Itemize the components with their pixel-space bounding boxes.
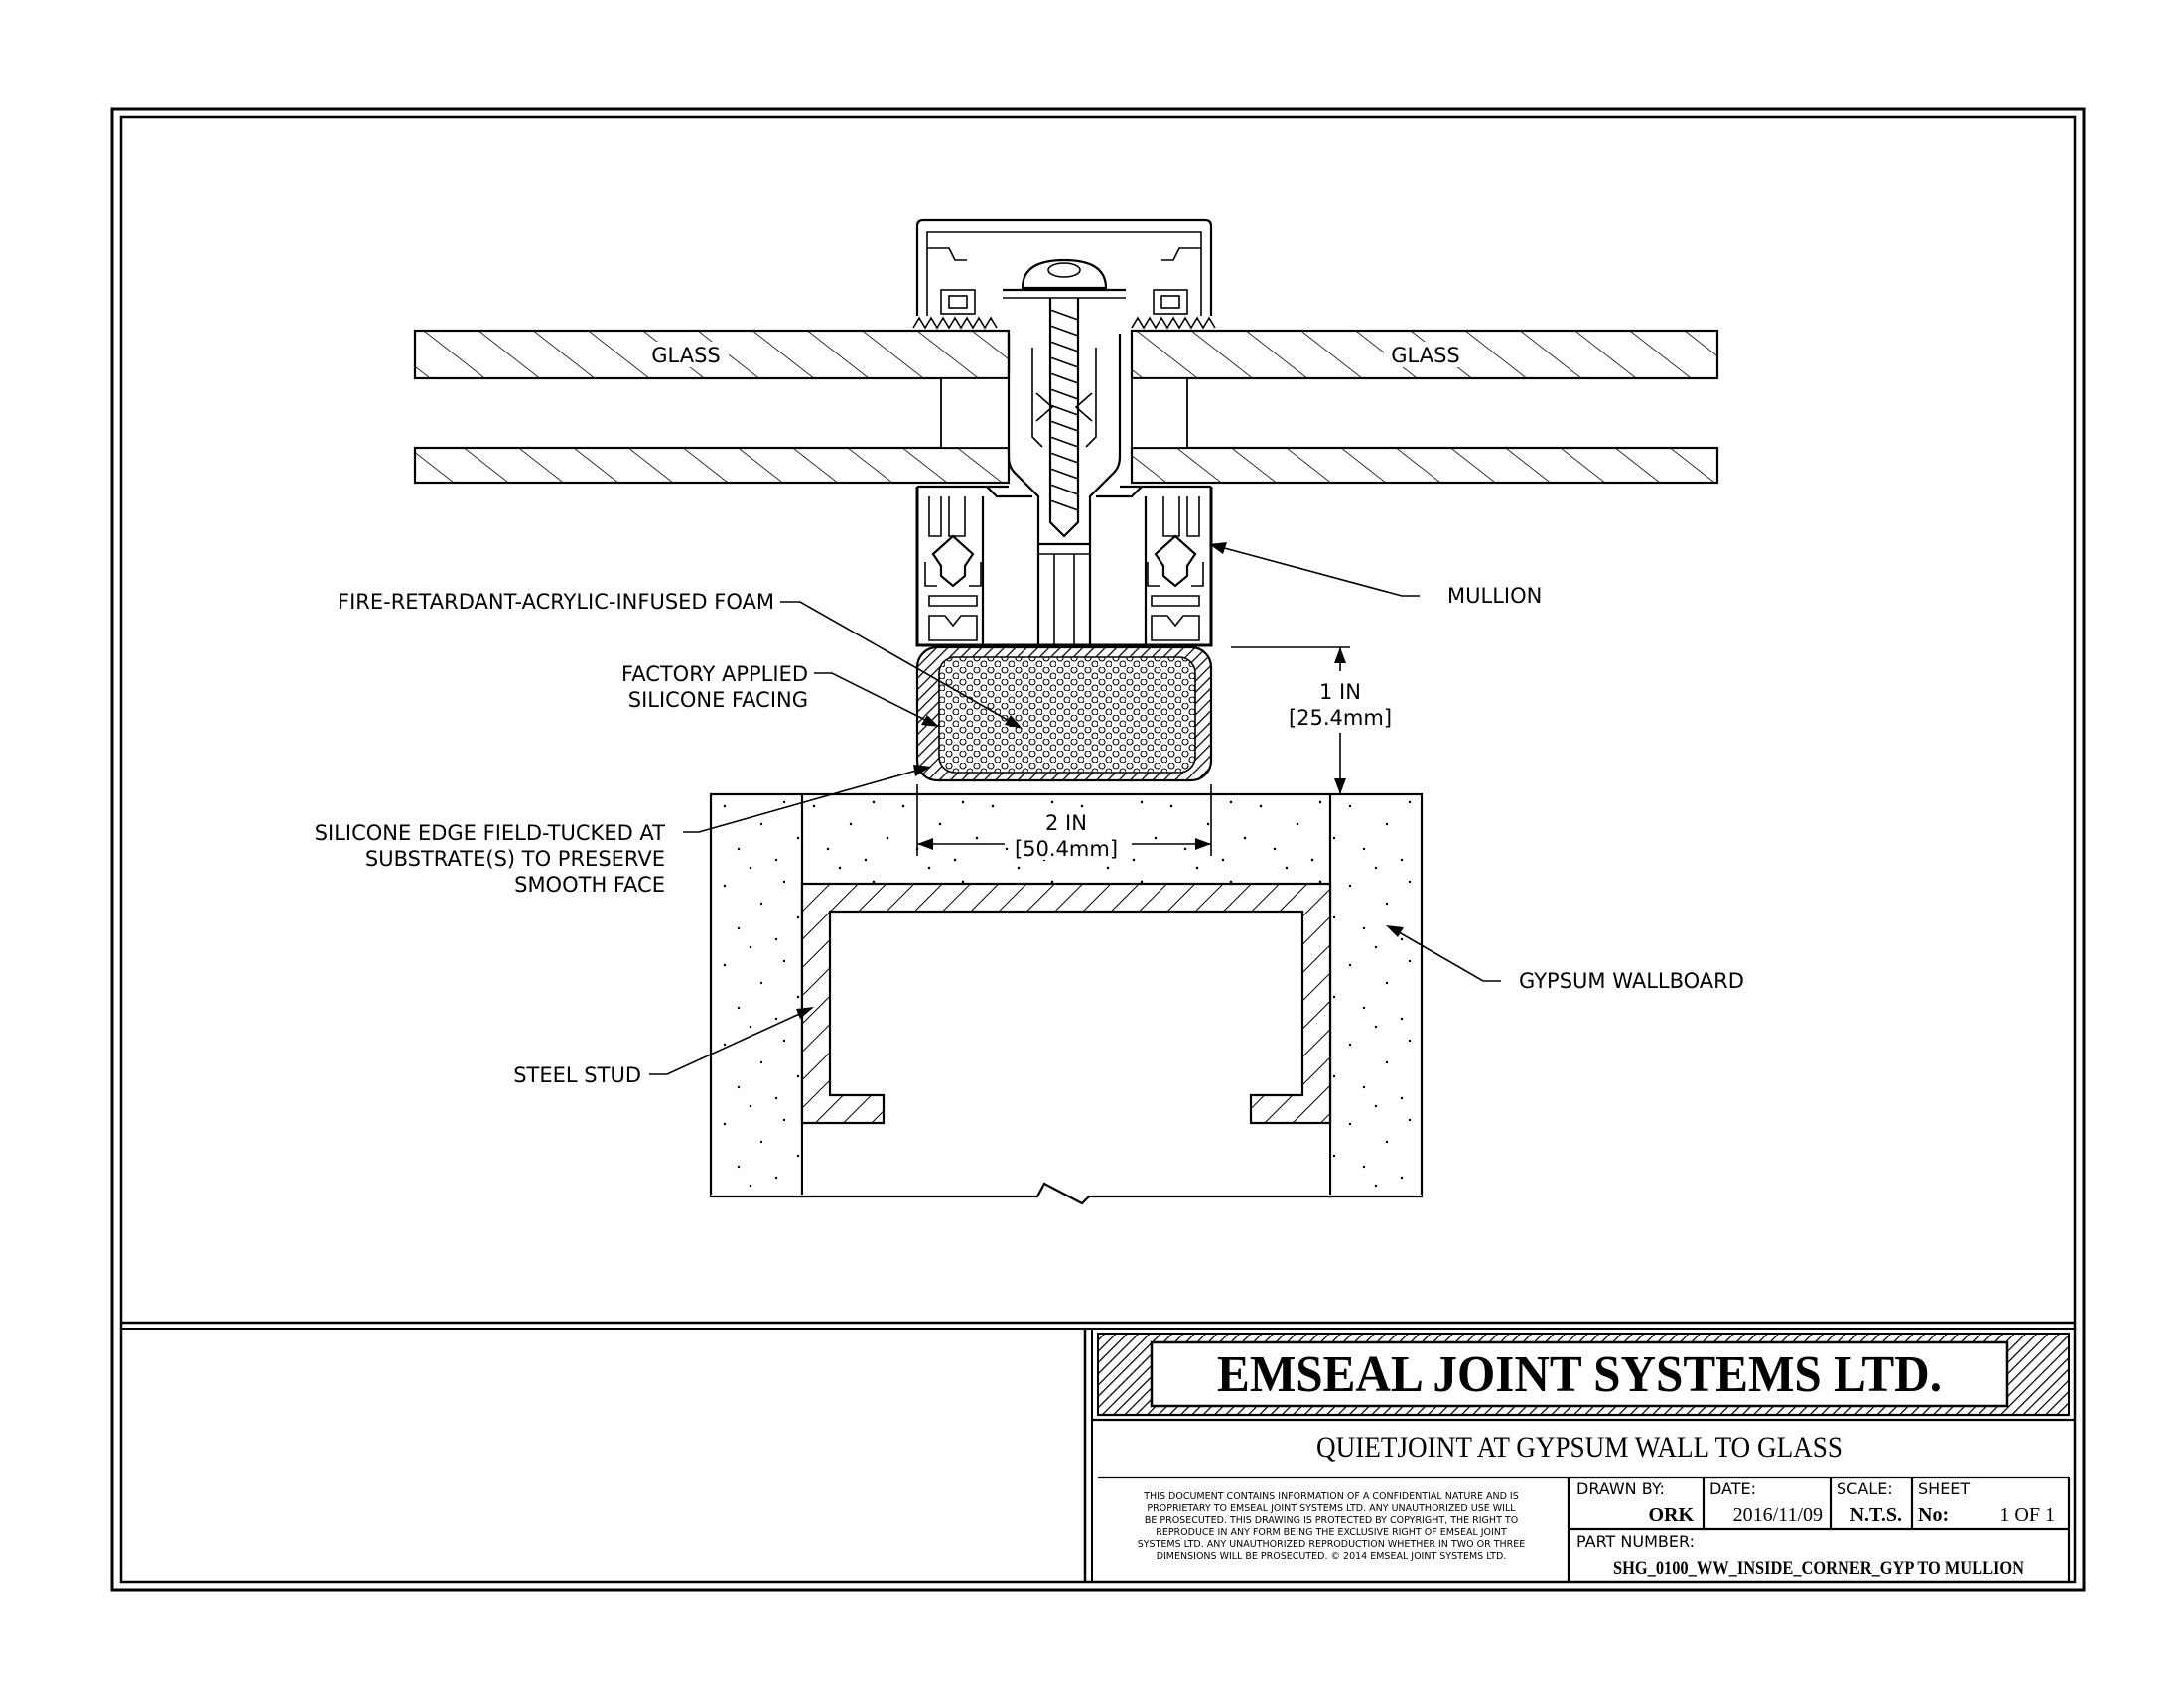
label-facing-line1: FACTORY APPLIED [621, 662, 808, 686]
label-edge-line2: SUBSTRATE(S) TO PRESERVE [365, 847, 665, 871]
company-name: EMSEAL JOINT SYSTEMS LTD. [1217, 1346, 1942, 1403]
date-value: 2016/11/09 [1733, 1504, 1823, 1526]
disclaimer-line: SYSTEMS LTD. ANY UNAUTHORIZED REPRODUCTI… [1138, 1539, 1526, 1550]
date-label: DATE: [1709, 1479, 1756, 1498]
label-mullion: MULLION [1447, 584, 1542, 608]
part-number-value: SHG_0100_WW_INSIDE_CORNER_GYP TO MULLION [1613, 1558, 2024, 1579]
dimension-vertical [1231, 646, 1350, 794]
dim-horizontal-imperial: 2 IN [1045, 811, 1087, 835]
disclaimer-line: DIMENSIONS WILL BE PROSECUTED. © 2014 EM… [1157, 1551, 1507, 1562]
label-steel-stud: STEEL STUD [513, 1063, 641, 1087]
glass-right [1130, 329, 1719, 485]
glass-left [413, 329, 1011, 485]
leader-lines [649, 542, 1501, 1075]
label-foam: FIRE-RETARDANT-ACRYLIC-INFUSED FOAM [338, 590, 774, 614]
sheet-no-value: 1 OF 1 [1999, 1504, 2055, 1526]
mullion [912, 218, 1216, 647]
scale-value: N.T.S. [1850, 1504, 1902, 1526]
glass-right-label: GLASS [1391, 344, 1459, 367]
dimension-horizontal [916, 784, 1212, 860]
disclaimer: THIS DOCUMENT CONTAINS INFORMATION OF A … [1138, 1491, 1526, 1562]
sheet-no-label: No: [1918, 1504, 1949, 1526]
sheet-border [110, 107, 2086, 1592]
label-facing-line2: SILICONE FACING [628, 688, 808, 712]
disclaimer-line: PROPRIETARY TO EMSEAL JOINT SYSTEMS LTD.… [1147, 1503, 1516, 1514]
disclaimer-line: THIS DOCUMENT CONTAINS INFORMATION OF A … [1143, 1491, 1519, 1502]
dim-vertical-metric: [25.4mm] [1289, 706, 1392, 730]
foam-core [938, 656, 1196, 774]
dim-vertical-imperial: 1 IN [1319, 680, 1361, 704]
scale-label: SCALE: [1837, 1479, 1893, 1498]
label-edge-line1: SILICONE EDGE FIELD-TUCKED AT [315, 821, 665, 845]
steel-stud [800, 882, 1332, 1125]
drawn-by-label: DRAWN BY: [1576, 1479, 1665, 1498]
label-gypsum: GYPSUM WALLBOARD [1519, 969, 1744, 993]
title-block [1092, 1333, 2075, 1582]
glass-left-label: GLASS [651, 344, 720, 367]
label-edge-line3: SMOOTH FACE [514, 873, 665, 897]
disclaimer-line: REPRODUCE IN ANY FORM BEING THE EXCLUSIV… [1156, 1527, 1507, 1538]
disclaimer-line: BE PROSECUTED. THIS DRAWING IS PROTECTED… [1145, 1515, 1518, 1526]
part-number-label: PART NUMBER: [1576, 1532, 1695, 1551]
drawn-by-value: ORK [1648, 1504, 1694, 1526]
sheet-label: SHEET [1918, 1479, 1970, 1498]
drawing-title: QUIETJOINT AT GYPSUM WALL TO GLASS [1316, 1431, 1843, 1464]
dim-horizontal-metric: [50.4mm] [1015, 837, 1118, 861]
